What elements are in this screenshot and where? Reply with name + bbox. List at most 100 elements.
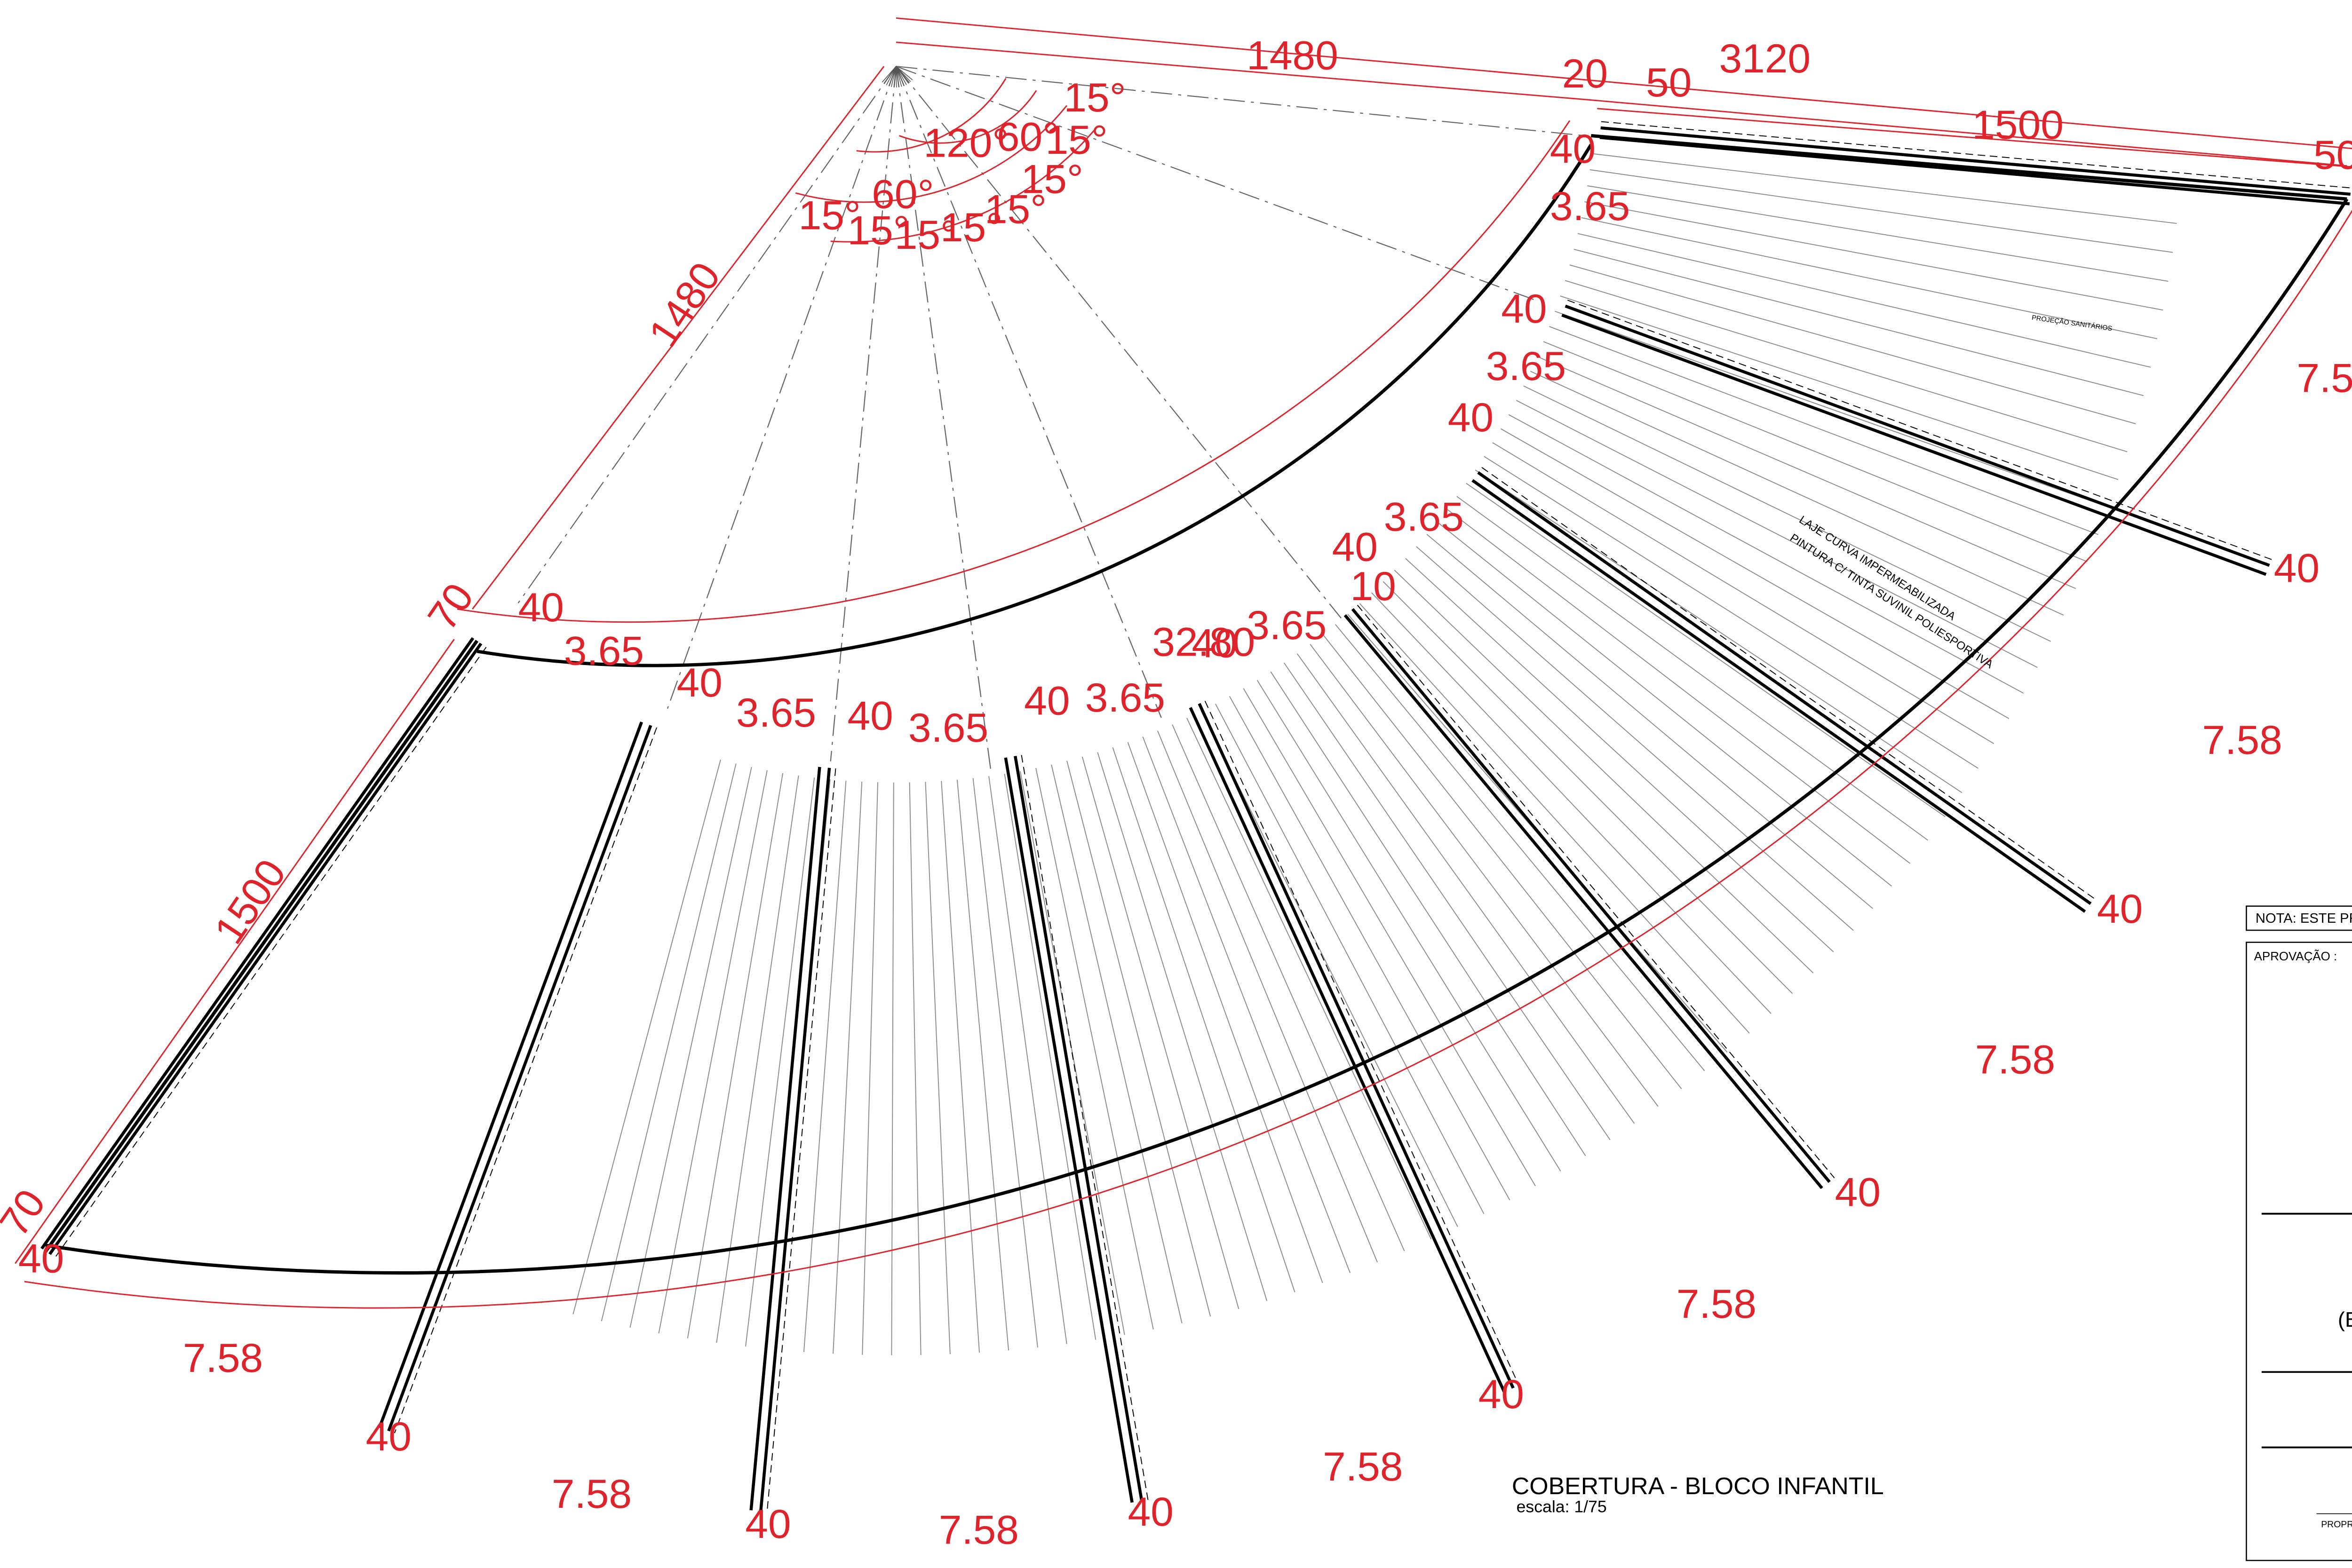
apex-hatch-line xyxy=(893,66,897,87)
dimension-label: 40 xyxy=(1835,1170,1881,1215)
hatch-line xyxy=(1446,508,1911,864)
beam-edge xyxy=(1477,471,2092,905)
apex-hatch-line xyxy=(896,66,897,87)
dimension-label: 7.58 xyxy=(1975,1037,2055,1082)
hatch-line xyxy=(1581,217,2158,340)
beam-edge xyxy=(1351,608,1831,1183)
left-edge xyxy=(44,640,478,1252)
hatch-line xyxy=(1587,185,2169,282)
hatch-line xyxy=(988,776,1067,1344)
beam-edge xyxy=(1565,304,2270,567)
dim-small-10: 10 xyxy=(1350,563,1396,609)
dimension-label: 7.58 xyxy=(2202,717,2282,762)
hatch-line xyxy=(1256,680,1561,1172)
construction-ray xyxy=(895,66,1162,718)
apex-hatch-line xyxy=(888,66,897,87)
hatch-line xyxy=(1549,326,2098,535)
beam-edge xyxy=(1471,479,2086,913)
dimension-label: 3.65 xyxy=(908,705,988,751)
outer-arc xyxy=(45,198,2349,1275)
beam-edge xyxy=(1189,707,1506,1393)
note-projection: PROJEÇÃO SANITÁRIOS xyxy=(2031,314,2113,333)
dimension-label: 3.65 xyxy=(1085,675,1165,721)
hatch-line xyxy=(1475,469,1963,793)
dim-offset-50a: 50 xyxy=(1646,60,1692,105)
hatch-line xyxy=(1523,385,2051,642)
dim-left-radius-1480: 1480 xyxy=(640,254,730,355)
note-slab-line2: PINTURA C/ TINTA SUVINIL POLIESPORTIVA xyxy=(1788,531,1995,671)
hatch-line xyxy=(1555,310,2109,508)
hatch-line xyxy=(1322,634,1682,1089)
hatch-line xyxy=(1492,442,1994,744)
dimension-label: 7.58 xyxy=(2296,356,2352,401)
drawing-title: COBERTURA - BLOCO INFANTIL xyxy=(1512,1472,1884,1499)
hatch-line xyxy=(1215,704,1485,1214)
angle-label: 120° xyxy=(923,120,1009,166)
dimension-label: 40 xyxy=(366,1414,412,1459)
hatch-line xyxy=(1466,483,1946,817)
construction-rays xyxy=(517,65,1585,769)
dimension-label: 40 xyxy=(1501,286,1547,331)
beam-edge xyxy=(40,637,475,1250)
hatch-line xyxy=(1097,752,1268,1301)
hatch-line xyxy=(1270,671,1586,1156)
roof-beams xyxy=(40,121,2351,1512)
dim-top-3120: 3120 xyxy=(1719,36,1811,81)
dim-edge-70-bottom: 70 xyxy=(0,1181,55,1244)
hatch-line xyxy=(1584,201,2163,311)
hatch-line xyxy=(1283,662,1611,1140)
beam-hidden-line xyxy=(1021,755,1149,1500)
construction-ray xyxy=(667,66,897,709)
construction-ray xyxy=(830,66,897,762)
angle-label: 15° xyxy=(1021,157,1083,202)
apex-hatch-line xyxy=(896,66,913,80)
apex-hatch-line xyxy=(896,66,900,87)
hatch-line xyxy=(1437,521,1892,887)
beam-edge xyxy=(387,725,652,1432)
slab-notes: LAJE CURVA IMPERMEABILIZADA PINTURA C/ T… xyxy=(1788,314,2113,671)
dimension-label: 7.58 xyxy=(1323,1444,1403,1489)
hatch-line xyxy=(891,782,894,1355)
hatch-line xyxy=(1229,696,1510,1201)
angle-labels: 15°15°15°15°15°15°15°15°60°60°120° xyxy=(799,75,1126,258)
beam-hidden-line xyxy=(394,727,657,1433)
apex-hatch-line xyxy=(883,66,897,84)
hatch-line xyxy=(1592,153,2177,224)
dimension-label: 40 xyxy=(1024,678,1070,723)
hatch-line xyxy=(1577,233,2151,368)
beam-hidden-line xyxy=(766,768,836,1512)
construction-ray xyxy=(896,66,1540,302)
hatch-line xyxy=(1543,341,2088,562)
dimension-label: 40 xyxy=(2097,886,2143,931)
hatch-line xyxy=(1081,756,1240,1309)
dimension-label: 40 xyxy=(1192,621,1238,666)
hatch-line xyxy=(1035,768,1154,1330)
hatch-line xyxy=(1066,760,1211,1317)
dimension-label: 3.65 xyxy=(1550,183,1630,229)
construction-ray xyxy=(517,66,897,603)
beam-edge xyxy=(759,768,831,1512)
apex-hatch-line xyxy=(896,66,907,85)
hatch-line xyxy=(1142,736,1351,1273)
apex-hatch-line xyxy=(896,66,905,86)
hatch-line xyxy=(1508,414,2024,694)
hatch-line xyxy=(925,782,951,1354)
hatch-line xyxy=(1243,688,1536,1187)
hatch-line xyxy=(1569,264,2136,424)
dimension-label: 40 xyxy=(847,693,893,738)
dim-top-1500: 1500 xyxy=(1972,102,2064,147)
apex-hatch-line xyxy=(882,66,897,83)
hatch-line xyxy=(1516,400,2038,668)
hatch-line xyxy=(745,777,815,1347)
angle-label: 60° xyxy=(872,172,934,217)
dimension-label: 3.65 xyxy=(564,628,644,673)
dimension-label: 40 xyxy=(1550,127,1596,172)
dim-gap-20: 20 xyxy=(1562,51,1608,96)
hatch-line xyxy=(572,760,721,1315)
beam-edge xyxy=(1198,703,1515,1389)
angle-label: 15° xyxy=(799,193,861,238)
title-block-note: NOTA: ESTE PROJE xyxy=(2256,911,2352,926)
hatch-line xyxy=(1157,730,1378,1263)
angle-label: 15° xyxy=(940,205,1002,250)
